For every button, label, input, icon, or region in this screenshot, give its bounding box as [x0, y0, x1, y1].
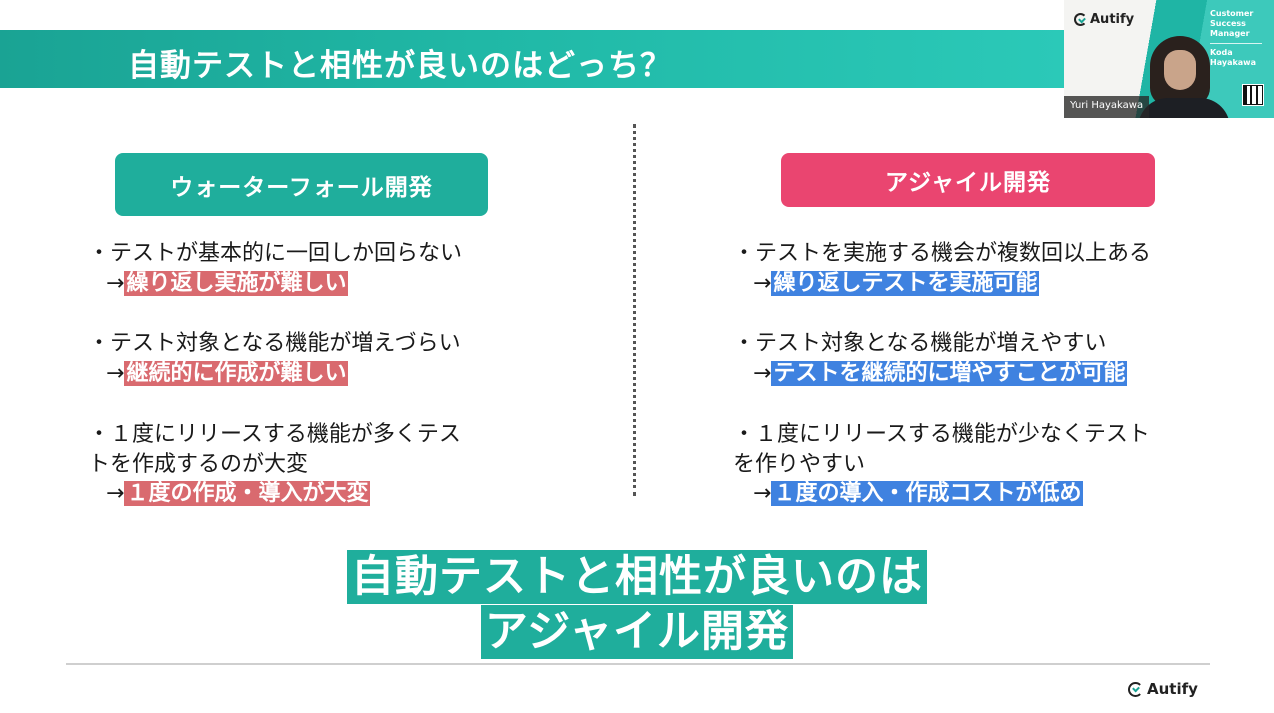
- right-point-3-cont: を作りやすい: [733, 452, 866, 477]
- arrow-icon: →: [106, 361, 125, 386]
- right-result-line-1: →繰り返しテストを実施可能: [753, 271, 1040, 297]
- column-divider: [633, 124, 636, 496]
- autify-logo-icon: [1128, 681, 1143, 697]
- left-point-1: ・テストが基本的に一回しか回らない: [88, 241, 463, 266]
- arrow-icon: →: [106, 481, 125, 506]
- right-result-line-2: →テストを継続的に増やすことが可能: [753, 361, 1128, 387]
- qr-code-icon: [1242, 84, 1264, 106]
- right-result-2: テストを継続的に増やすことが可能: [771, 361, 1128, 386]
- presenter-logo: Autify: [1074, 12, 1134, 27]
- left-result-1: 繰り返し実施が難しい: [124, 271, 349, 296]
- right-point-3: ・１度にリリースする機能が少なくテスト: [733, 422, 1150, 447]
- arrow-icon: →: [753, 481, 772, 506]
- waterfall-header: ウォーターフォール開発: [115, 153, 488, 216]
- left-result-line-1: →繰り返し実施が難しい: [106, 271, 349, 297]
- role-line-3: Manager: [1210, 29, 1250, 38]
- left-result-2: 継続的に作成が難しい: [124, 361, 349, 386]
- right-result-3: １度の導入・作成コストが低め: [771, 481, 1084, 506]
- conclusion-line-1: 自動テストと相性が良いのは: [0, 550, 1274, 604]
- presenter-name-label: Yuri Hayakawa: [1064, 96, 1150, 118]
- left-result-3: １度の作成・導入が大変: [124, 481, 371, 506]
- arrow-icon: →: [753, 271, 772, 296]
- presenter-info-card: Customer Success Manager Koda Hayakawa: [1210, 9, 1270, 68]
- footer-rule: [66, 663, 1210, 665]
- conclusion-text-2: アジャイル開発: [480, 605, 794, 659]
- footer-logo-text: Autify: [1147, 680, 1198, 698]
- role-line-1: Customer: [1210, 9, 1254, 18]
- presenter-video-tile[interactable]: Autify Customer Success Manager Koda Hay…: [1064, 0, 1274, 118]
- presenter-logo-text: Autify: [1090, 12, 1135, 27]
- agile-header: アジャイル開発: [781, 153, 1155, 207]
- presenter-avatar: [1138, 36, 1230, 118]
- left-result-line-3: →１度の作成・導入が大変: [106, 481, 371, 507]
- card-divider: [1210, 43, 1262, 44]
- right-point-2: ・テスト対象となる機能が増えやすい: [733, 331, 1107, 356]
- right-point-1: ・テストを実施する機会が複数回以上ある: [733, 241, 1152, 266]
- left-point-2: ・テスト対象となる機能が増えづらい: [88, 331, 461, 356]
- slide-title: 自動テストと相性が良いのはどっち？: [128, 48, 672, 84]
- left-result-line-2: →継続的に作成が難しい: [106, 361, 349, 387]
- conclusion-text-1: 自動テストと相性が良いのは: [347, 550, 927, 604]
- slide-title-bar: 自動テストと相性が良いのはどっち？: [0, 30, 1064, 88]
- person-line-2: Hayakawa: [1210, 58, 1256, 67]
- arrow-icon: →: [106, 271, 125, 296]
- right-result-1: 繰り返しテストを実施可能: [771, 271, 1040, 296]
- left-point-3: ・１度にリリースする機能が多くテス: [88, 422, 461, 447]
- footer-logo: Autify: [1128, 680, 1198, 698]
- autify-logo-icon: [1074, 13, 1087, 26]
- left-point-3-cont: トを作成するのが大変: [88, 452, 309, 477]
- role-line-2: Success: [1210, 19, 1246, 28]
- person-line-1: Koda: [1210, 48, 1233, 57]
- right-result-line-3: →１度の導入・作成コストが低め: [753, 481, 1084, 507]
- conclusion-line-2: アジャイル開発: [0, 605, 1274, 659]
- arrow-icon: →: [753, 361, 772, 386]
